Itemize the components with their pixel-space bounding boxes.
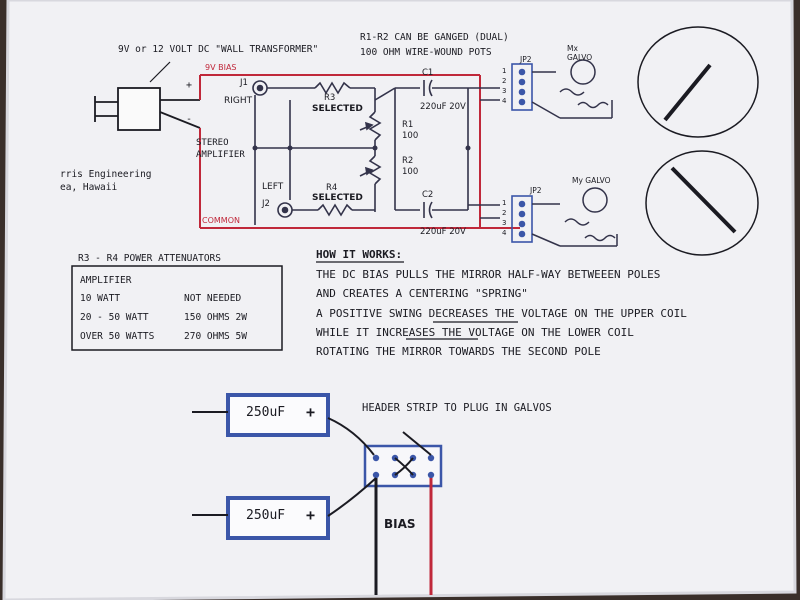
- pin-2-top: 2: [502, 77, 507, 85]
- jp2-top-connector: [511, 63, 533, 111]
- attenuator-table-box: [71, 265, 283, 351]
- right-label: RIGHT: [224, 96, 253, 106]
- my-galvo-label: My GALVO: [572, 176, 611, 185]
- minus-sign: -: [186, 114, 193, 125]
- r1-label: R1: [402, 120, 414, 130]
- mirror-diagram-bottom: [645, 150, 759, 256]
- cap-bottom-plus: +: [306, 506, 316, 524]
- junction-dots: [252, 145, 471, 151]
- r4-label: R4: [326, 183, 338, 193]
- pot-note-2: 100 OHM WIRE-WOUND POTS: [360, 47, 492, 58]
- mx-galvo-label: GALVO: [567, 53, 593, 62]
- c2-label: C2: [422, 190, 434, 200]
- header-strip-label: HEADER STRIP TO PLUG IN GALVOS: [362, 402, 552, 414]
- credit-line-1: rris Engineering: [60, 169, 152, 180]
- mirror-diagram-top: [637, 26, 759, 138]
- j2-label: J2: [262, 199, 270, 209]
- c1-value: 220uF 20V: [420, 102, 466, 112]
- pin-1-bottom: 1: [502, 199, 507, 207]
- transformer-label: 9V or 12 VOLT DC "WALL TRANSFORMER": [118, 44, 319, 55]
- pot-note-1: R1-R2 CAN BE GANGED (DUAL): [360, 32, 509, 43]
- cap-top-plus: +: [306, 403, 316, 421]
- how-line-2: AND CREATES A CENTERING "SPRING": [316, 287, 528, 300]
- jp2-top-label: JP2: [520, 55, 532, 64]
- bias-label: 9V BIAS: [205, 63, 237, 72]
- attenuator-row-3-value: 270 OHMS 5W: [184, 331, 247, 342]
- r2-label: R2: [402, 156, 414, 166]
- how-line-5: ROTATING THE MIRROR TOWARDS THE SECOND P…: [316, 345, 601, 358]
- stereo-label: STEREO: [196, 138, 229, 148]
- attenuator-row-2-amp: 20 - 50 WATT: [80, 312, 149, 323]
- plus-sign: +: [186, 80, 193, 91]
- attenuator-row-1-value: NOT NEEDED: [184, 293, 242, 304]
- amplifier-label: AMPLIFIER: [196, 150, 245, 160]
- c1-label: C1: [422, 68, 434, 78]
- jp2-bottom-connector: [511, 195, 533, 243]
- bottom-wires: [327, 417, 432, 595]
- attenuator-title: R3 - R4 POWER ATTENUATORS: [78, 253, 221, 264]
- left-label: LEFT: [262, 182, 284, 192]
- attenuator-header: AMPLIFIER: [80, 275, 132, 286]
- bias-rail: [199, 74, 520, 229]
- pin-2-bottom: 2: [502, 209, 507, 217]
- r1-value: 100: [402, 131, 419, 141]
- cap-top-label: 250uF: [246, 405, 286, 420]
- jp2-bottom-label: JP2: [530, 186, 542, 195]
- wall-transformer: [94, 61, 201, 131]
- mx-galvo-symbol: [531, 59, 613, 119]
- r4-selected-label: SELECTED: [312, 193, 363, 203]
- bias-bottom-label: BIAS: [384, 517, 416, 531]
- how-it-works-title: HOW IT WORKS:: [316, 248, 403, 261]
- pin-3-bottom: 3: [502, 219, 507, 227]
- mx-label: Mx: [567, 44, 578, 53]
- how-line-4: WHILE IT INCREASES THE VOLTAGE ON THE LO…: [316, 326, 634, 339]
- pin-1-top: 1: [502, 67, 507, 75]
- common-label: COMMON: [202, 216, 240, 225]
- attenuator-row-2-value: 150 OHMS 2W: [184, 312, 247, 323]
- how-line-1: THE DC BIAS PULLS THE MIRROR HALF-WAY BE…: [316, 268, 661, 281]
- j1-label: J1: [240, 78, 248, 88]
- r3-label: R3: [324, 93, 336, 103]
- attenuator-row-3-amp: OVER 50 WATTS: [80, 331, 155, 342]
- pin-4-top: 4: [502, 97, 507, 105]
- pin-4-bottom: 4: [502, 229, 507, 237]
- bottom-cap-bottom: [192, 496, 330, 540]
- credit-line-2: ea, Hawaii: [60, 182, 118, 193]
- how-line-3: A POSITIVE SWING DECREASES THE VOLTAGE O…: [316, 307, 687, 320]
- cap-bottom-label: 250uF: [246, 508, 286, 523]
- paper-sheet: [4, 0, 795, 600]
- c2-value: 220uF 20V: [420, 227, 466, 237]
- attenuator-row-1-amp: 10 WATT: [80, 293, 121, 304]
- r2-value: 100: [402, 167, 419, 177]
- pin-3-top: 3: [502, 87, 507, 95]
- my-galvo-symbol: [531, 187, 618, 247]
- bottom-cap-top: [192, 393, 330, 437]
- r3-selected-label: SELECTED: [312, 104, 363, 114]
